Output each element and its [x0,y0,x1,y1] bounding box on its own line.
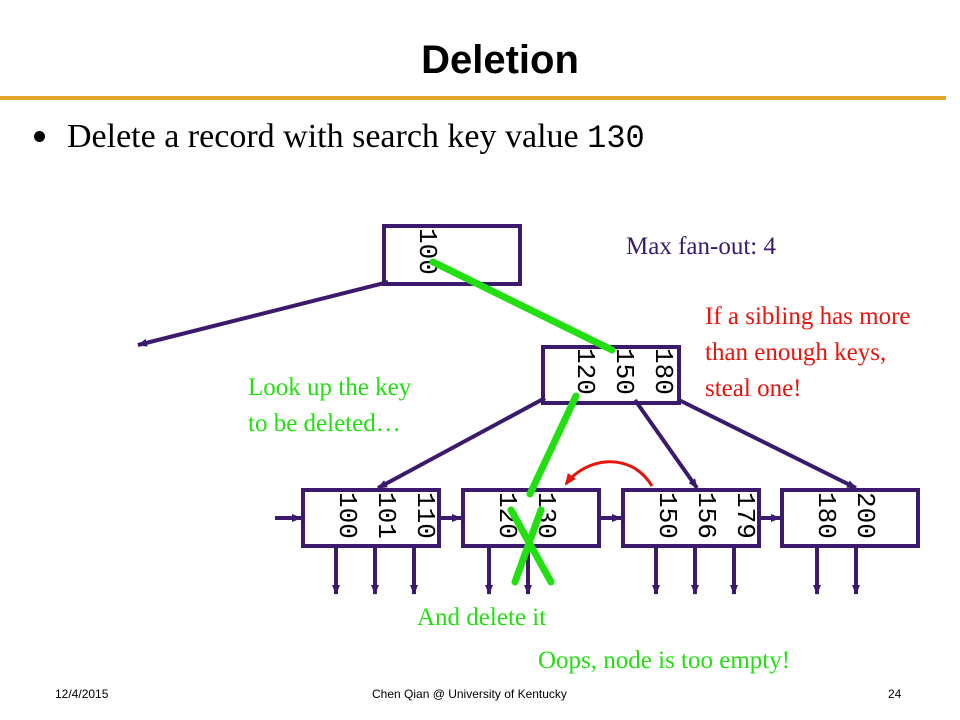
footer-author: Chen Qian @ University of Kentucky [372,687,567,701]
title-rule [0,96,946,100]
leaf-key: 110 [410,492,440,539]
leaf-key: 101 [371,492,401,539]
fanout-label: Max fan-out: 4 [626,233,776,260]
leaf-key: 100 [332,492,362,539]
steal-key-arrow [564,460,654,487]
delete-note: And delete it [417,604,546,631]
leaf-key: 179 [730,492,760,539]
leaf-key: 156 [691,492,721,539]
bullet-dot-icon [34,130,45,142]
steal-note-line2: than enough keys, [705,339,886,366]
leaf-key: 150 [652,492,682,539]
too-empty-note: Oops, node is too empty! [538,647,790,674]
steal-note-line3: steal one! [705,375,801,402]
leaf-node-4 [780,488,920,548]
bullet-search-key: 130 [587,120,645,157]
internal-pointer-arrow [377,396,546,490]
footer-page-number: 24 [888,687,902,701]
internal-key: 180 [648,348,678,395]
leaf-key: 200 [850,492,880,539]
root-left-pointer-arrow [137,280,389,347]
internal-pointer-arrow [678,398,857,490]
bullet-text: Delete a record with search key value [67,118,588,155]
steal-note-line1: If a sibling has more [705,303,911,330]
search-path-internal-highlight [526,392,580,498]
internal-key: 150 [609,348,639,395]
lookup-note-line1: Look up the key [248,374,412,401]
footer-date: 12/4/2015 [55,687,109,701]
internal-key: 120 [570,348,600,395]
leaf-key: 180 [811,492,841,539]
bullet-item: Delete a record with search key value 13… [34,118,645,157]
search-path-root-highlight [429,258,616,354]
root-node [382,224,522,286]
delete-cross-mark [511,506,545,586]
slide-title: Deletion [421,38,579,82]
lookup-note-line2: to be deleted… [248,410,401,437]
internal-pointer-arrow [633,398,699,490]
